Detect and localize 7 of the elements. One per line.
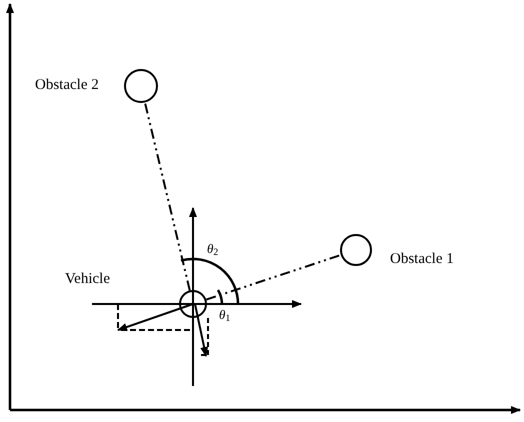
dash-dot-line [206, 254, 342, 301]
vehicle-label: Vehicle [65, 272, 110, 287]
dash-dot-line [144, 102, 191, 291]
node-label: Obstacle 2 [35, 78, 99, 93]
angle-label: θ$_{1}$ [219, 308, 230, 321]
node-label: Obstacle 1 [390, 252, 454, 267]
angle-label: θ$_{2}$ [207, 242, 218, 255]
